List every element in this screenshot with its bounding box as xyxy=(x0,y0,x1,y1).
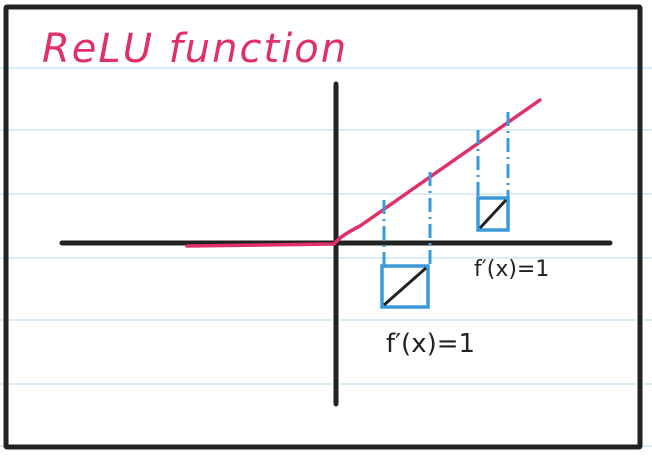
derivative-label-lower: f′(x)=1 xyxy=(386,329,475,359)
slope-box xyxy=(380,264,430,309)
frame-border xyxy=(3,4,643,450)
derivative-box-lower xyxy=(380,172,432,309)
derivative-box-upper xyxy=(476,112,510,232)
slope-diagonal xyxy=(478,198,508,230)
ruled-lines xyxy=(0,67,652,447)
relu-curve xyxy=(185,98,542,248)
slope-box xyxy=(476,196,510,232)
diagram-title: ReLU function xyxy=(42,26,348,72)
slope-diagonal xyxy=(383,266,427,307)
derivative-label-upper: f′(x)=1 xyxy=(474,257,549,282)
